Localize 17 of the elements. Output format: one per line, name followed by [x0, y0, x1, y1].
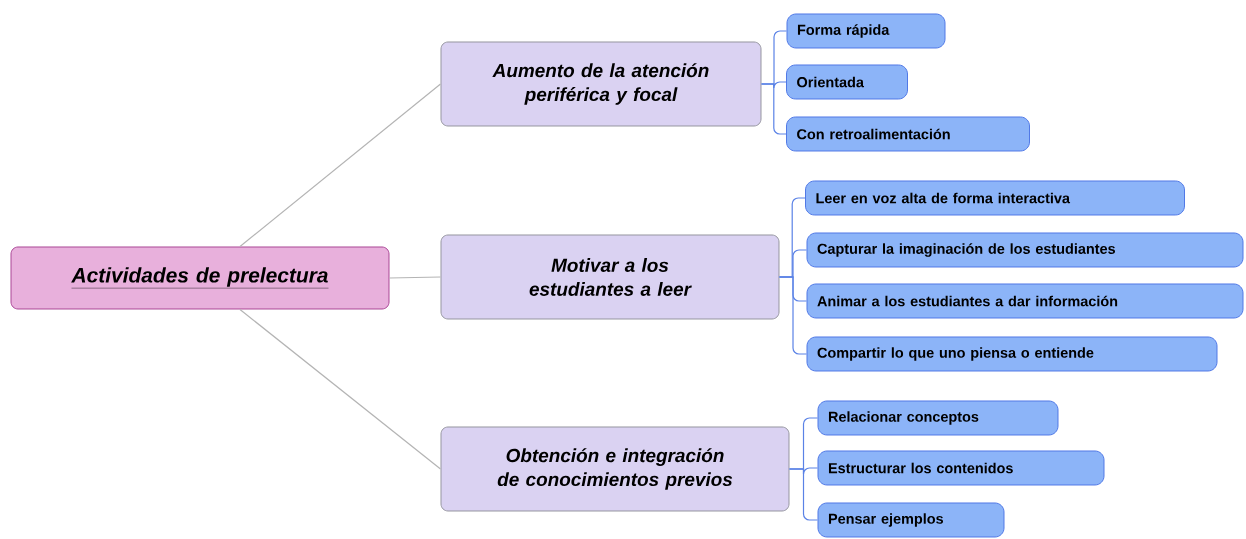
- idea-box: Compartir lo que uno piensa o entiende: [806, 336, 1218, 372]
- idea-box: Estructurar los contenidos: [817, 450, 1105, 486]
- root-topic-box: Actividades de prelectura: [10, 246, 390, 310]
- idea-box: Leer en voz alta de forma interactiva: [805, 180, 1185, 216]
- idea-box: Con retroalimentación: [786, 116, 1030, 152]
- connector-line: [239, 83, 442, 248]
- subtopic-box: Aumento de la atención periférica y focal: [440, 41, 762, 127]
- idea-box: Pensar ejemplos: [817, 502, 1005, 538]
- idea-box: Orientada: [786, 64, 908, 100]
- idea-box: Forma rápida: [786, 13, 946, 49]
- idea-box: Capturar la imaginación de los estudiantes: [806, 232, 1244, 268]
- subtopic-box: Obtención e integración de conocimientos previos: [440, 426, 790, 512]
- connector-line: [239, 308, 442, 470]
- subtopic-box: Motivar a los estudiantes a leer: [440, 234, 780, 320]
- idea-box: Relacionar conceptos: [817, 400, 1059, 436]
- idea-box: Animar a los estudiantes a dar información: [806, 283, 1244, 319]
- connector-line: [388, 276, 442, 279]
